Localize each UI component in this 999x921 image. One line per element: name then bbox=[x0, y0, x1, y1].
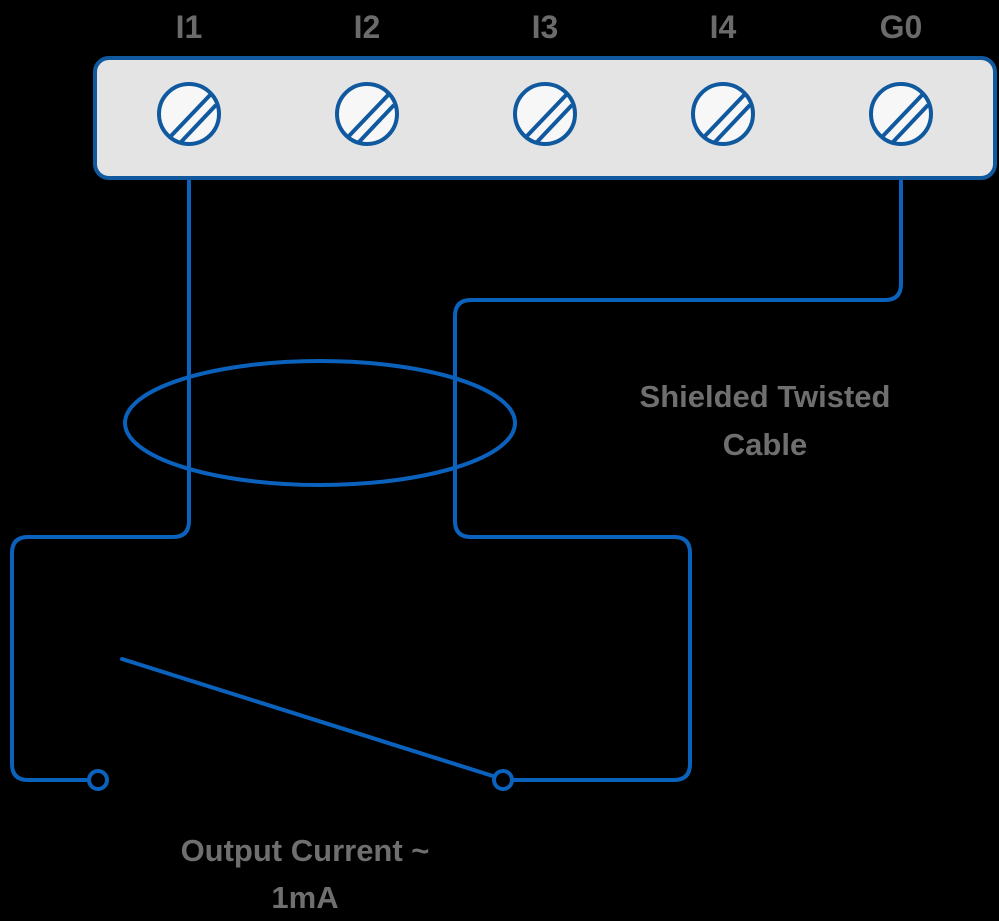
screw-slot-line bbox=[702, 91, 748, 139]
screw-slot-line bbox=[535, 103, 574, 144]
current-source-switch[interactable] bbox=[87, 657, 514, 791]
terminal-i4[interactable] bbox=[691, 82, 755, 146]
screw-slot-line bbox=[713, 103, 752, 144]
terminal-i2[interactable] bbox=[335, 82, 399, 146]
terminal-g0[interactable] bbox=[869, 82, 933, 146]
terminal-label-g0: G0 bbox=[880, 9, 923, 45]
screw-slot-line bbox=[168, 91, 214, 139]
terminal-i1[interactable] bbox=[157, 82, 221, 146]
terminal-label-i1: I1 bbox=[176, 9, 203, 45]
terminal-block: I1 I2 I3 I4 bbox=[93, 9, 997, 180]
cable-twist-ellipse bbox=[123, 359, 517, 487]
source-caption-line-2: 1mA bbox=[271, 880, 338, 915]
switch-lever[interactable] bbox=[120, 657, 498, 779]
terminal-label-i4: I4 bbox=[710, 9, 737, 45]
ground-wire-g0 bbox=[453, 138, 903, 782]
switch-right-node[interactable] bbox=[492, 769, 514, 791]
source-caption: Output Current ~ 1mA bbox=[181, 833, 430, 915]
switch-left-node[interactable] bbox=[87, 769, 109, 791]
cable-caption-line-1: Shielded Twisted bbox=[640, 379, 891, 414]
terminal-label-i3: I3 bbox=[532, 9, 559, 45]
shielded-twisted-cable bbox=[123, 359, 517, 487]
screw-slot-line bbox=[891, 103, 930, 144]
screw-slot-line bbox=[357, 103, 396, 144]
terminal-i3[interactable] bbox=[513, 82, 577, 146]
cable-caption: Shielded Twisted Cable bbox=[640, 379, 891, 462]
terminal-label-i2: I2 bbox=[354, 9, 381, 45]
screw-slot-line bbox=[179, 103, 218, 144]
signal-wire-i1 bbox=[10, 138, 191, 782]
source-caption-line-1: Output Current ~ bbox=[181, 833, 430, 868]
cable-caption-line-2: Cable bbox=[723, 427, 807, 462]
screw-slot-line bbox=[880, 91, 926, 139]
wire-group bbox=[10, 138, 903, 782]
screw-slot-line bbox=[524, 91, 570, 139]
screw-slot-line bbox=[346, 91, 392, 139]
